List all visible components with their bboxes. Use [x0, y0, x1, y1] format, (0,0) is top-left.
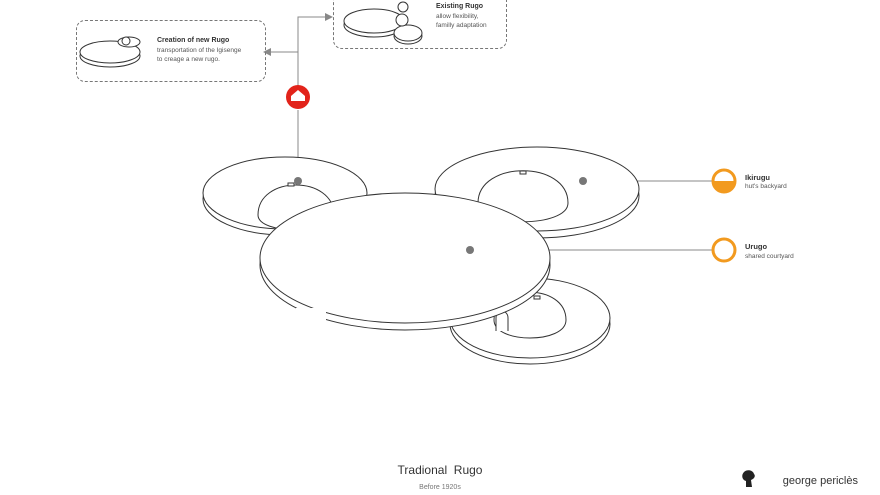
- existing-rugo-title: Existing Rugo: [436, 3, 484, 10]
- marker-dot-courtyard: [466, 246, 474, 254]
- new-rugo-title: Creation of new Rugo: [157, 37, 230, 44]
- new-rugo-thumbnail: [79, 36, 141, 68]
- brand-name: george periclès: [782, 475, 858, 487]
- ikirugu-title: Ikirugu: [745, 173, 771, 182]
- diagram-title: Tradional Rugo: [397, 463, 483, 477]
- diagram-subtitle: Before 1920s: [419, 484, 461, 491]
- central-courtyard: [259, 192, 551, 336]
- ikirugu-desc: hut's backyard: [745, 183, 787, 190]
- urugo-desc: shared courtyard: [745, 253, 794, 260]
- new-rugo-desc-1: transportation of the Igisenge: [157, 47, 242, 54]
- new-rugo-box: [76, 20, 266, 82]
- existing-rugo-desc-1: allow flexibility,: [436, 13, 479, 20]
- existing-rugo-thumbnail: [343, 1, 423, 45]
- new-rugo-desc-2: to creage a new rugo.: [157, 56, 220, 63]
- logo-icon: [742, 470, 755, 487]
- connector-to-existing: [297, 16, 326, 92]
- marker-dot-backyard: [579, 177, 587, 185]
- urugo-title: Urugo: [745, 242, 768, 251]
- arrowhead-existing: [325, 13, 333, 21]
- ring-icon: [711, 237, 737, 263]
- house-icon: [286, 85, 310, 109]
- existing-rugo-desc-2: familly adaptation: [436, 22, 487, 29]
- existing-rugo-box: [333, 0, 507, 49]
- arrowhead-new: [263, 48, 271, 56]
- half-circle-icon: [711, 168, 737, 194]
- marker-dot-hut: [294, 177, 302, 185]
